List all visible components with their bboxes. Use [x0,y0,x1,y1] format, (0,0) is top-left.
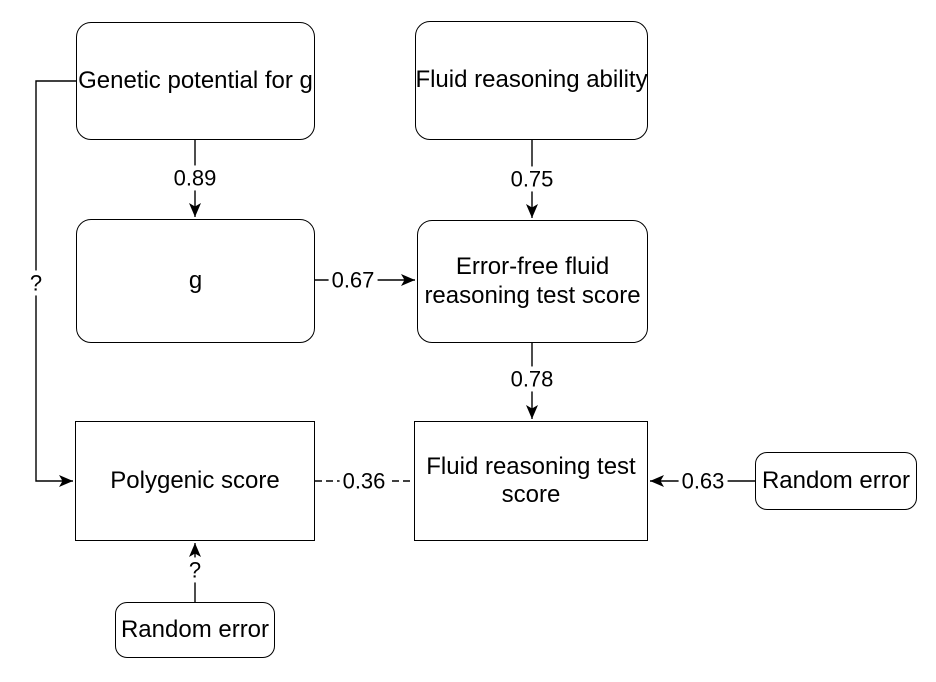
edge-label-errorfree-to-testscore: 0.78 [507,366,557,392]
node-label: Random error [761,466,911,494]
edge-label-randomerror-to-testscore: 0.63 [678,468,728,494]
edge-label-ability-to-errorfree: 0.75 [507,166,557,192]
node-label: Random error [120,615,270,643]
edge-label-genetic-to-polygenic: ? [26,270,46,296]
edge-label-g-to-errorfree: 0.67 [328,267,378,293]
node-label: Fluid reasoning test score [426,452,636,508]
node-label: Fluid reasoning ability [415,66,648,94]
node-random-error-bottom: Random error [115,602,275,658]
node-label: g [188,266,203,294]
node-polygenic-score: Polygenic score [75,421,315,541]
node-random-error-right: Random error [755,452,917,510]
node-label: Polygenic score [110,466,280,494]
node-fluid-reasoning-ability: Fluid reasoning ability [415,21,648,140]
node-label: Genetic potential for g [78,66,313,94]
edge-label-genetic-to-g: 0.89 [170,165,220,191]
node-g: g [76,219,315,343]
node-fluid-reasoning-test-score: Fluid reasoning test score [414,421,648,541]
node-label: Error-free fluid reasoning test score [424,253,641,309]
edge-label-polygenic-testscore: 0.36 [339,468,389,494]
node-error-free-test-score: Error-free fluid reasoning test score [417,220,648,343]
node-genetic-potential: Genetic potential for g [76,22,315,140]
edge-label-randomerror-to-polygenic: ? [185,557,205,583]
